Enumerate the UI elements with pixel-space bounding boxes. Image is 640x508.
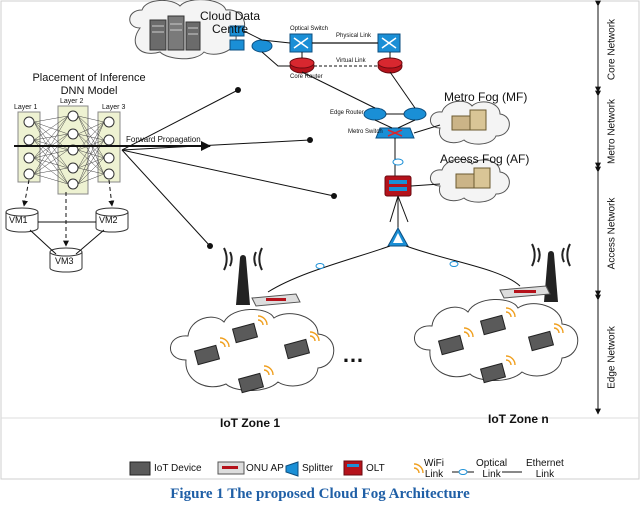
dnn-edge xyxy=(77,157,105,185)
dnn-edge xyxy=(77,157,105,169)
forward-propagation-label: Forward Propagation xyxy=(126,135,201,144)
dnn-edge xyxy=(77,121,105,135)
vm2-label: VM2 xyxy=(99,215,118,225)
legend-iot-device: IoT Device xyxy=(154,463,202,474)
figure-caption: Figure 1 The proposed Cloud Fog Architec… xyxy=(170,486,470,502)
server-box-icon xyxy=(451,109,487,131)
dnn-edge xyxy=(33,173,69,185)
cloud-data-centre xyxy=(129,0,246,60)
core-network-label: Core Network xyxy=(606,18,618,81)
edge-router-label: Edge Router xyxy=(330,110,364,116)
vm-mapping-arrows xyxy=(22,179,115,247)
core-router-icon xyxy=(289,57,403,74)
ellipsis-label: … xyxy=(342,342,364,367)
dnn-edge xyxy=(77,173,105,185)
dnn-edge xyxy=(33,133,69,175)
dnn-edge xyxy=(77,139,105,185)
physical-link-label: Physical Link xyxy=(336,33,372,39)
legend-onu-ap: ONU AP xyxy=(246,463,284,474)
legend-icons xyxy=(129,460,522,477)
server-box-icon xyxy=(455,167,491,189)
server-rack-icon xyxy=(149,15,201,51)
splitter-icon xyxy=(387,226,409,247)
vm1-label: VM1 xyxy=(9,215,28,225)
olt-icon xyxy=(384,175,412,197)
access-fog-cloud xyxy=(430,158,510,203)
edge-network-label: Edge Network xyxy=(606,326,618,389)
dnn-edge xyxy=(33,121,69,185)
dnn-edge xyxy=(77,115,105,123)
diagram-frame xyxy=(0,0,640,480)
onu-ap-icon xyxy=(251,285,551,307)
edge-router-icon xyxy=(363,107,427,121)
iot-zone-1-label: IoT Zone 1 xyxy=(220,416,280,430)
iot-zone-n-label: IoT Zone n xyxy=(488,412,549,426)
dnn-model xyxy=(17,105,121,195)
antenna-tower-icon xyxy=(223,243,571,305)
dnn-edge xyxy=(77,121,105,185)
iot-device-icon xyxy=(193,314,555,394)
metro-fog-cloud xyxy=(430,100,510,145)
dnn-edge xyxy=(33,149,69,175)
metro-fog-label: Metro Fog (MF) xyxy=(444,90,528,104)
layer-3-label: Layer 3 xyxy=(102,104,126,111)
layer-1-label: Layer 1 xyxy=(14,104,38,111)
iot-zone-n-cloud xyxy=(414,298,579,381)
optical-switch-label: Optical Switch xyxy=(290,26,329,32)
dnn-edge xyxy=(77,133,105,141)
dnn-edge xyxy=(33,115,69,141)
dnn-edge xyxy=(33,115,69,123)
wifi-icon xyxy=(219,307,564,376)
optical-switch-icon xyxy=(289,33,401,53)
dnn-edge xyxy=(77,139,105,169)
placement-lines xyxy=(121,89,335,247)
dnn-edge xyxy=(33,167,69,175)
legend-splitter: Splitter xyxy=(302,463,334,474)
dnn-edge xyxy=(33,115,69,159)
optical-link-zone-n xyxy=(405,245,521,287)
dnn-edge xyxy=(33,157,69,169)
vm3-label: VM3 xyxy=(55,256,74,266)
access-network-label: Access Network xyxy=(606,197,618,270)
metro-network-label: Metro Network xyxy=(606,99,618,165)
access-fog-label: Access Fog (AF) xyxy=(440,152,530,166)
core-router-label: Core Router xyxy=(290,74,323,80)
vm-cylinder-icon xyxy=(5,207,129,273)
layer-2-label: Layer 2 xyxy=(60,98,84,105)
metro-switch-label: Metro Switch xyxy=(348,129,383,135)
metro-switch-icon xyxy=(375,127,415,139)
legend-olt: OLT xyxy=(366,463,385,474)
optical-link-zone-1 xyxy=(267,245,391,293)
dc-switch-icon xyxy=(229,25,273,53)
iot-zone-1-cloud xyxy=(170,308,335,391)
virtual-link-label: Virtual Link xyxy=(336,58,366,64)
